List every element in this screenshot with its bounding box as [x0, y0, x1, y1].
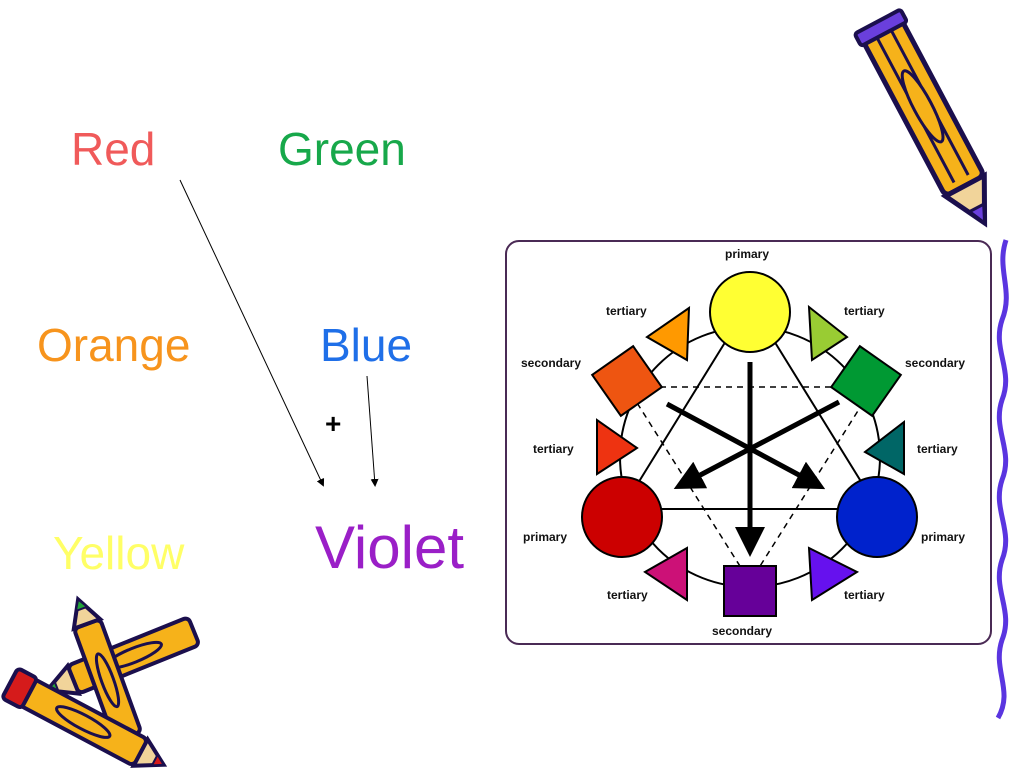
crossed-pencils-icon — [1, 595, 200, 768]
arrow-blue-to-violet — [366, 375, 379, 487]
arrow-green-to-red — [673, 399, 841, 489]
word-blue: Blue — [320, 319, 413, 371]
swatch-blue-violet — [807, 546, 860, 602]
label-tertiary-bottom-right: tertiary — [844, 588, 885, 602]
scribble-line — [995, 239, 1009, 720]
plus-sign: + — [325, 408, 342, 439]
swatch-yellow-orange — [645, 306, 691, 362]
swatch-yellow — [709, 271, 791, 353]
label-tertiary-mid-right: tertiary — [917, 442, 958, 456]
arrow-orange-to-blue — [665, 401, 826, 490]
label-primary-top: primary — [725, 247, 770, 261]
label-tertiary-mid-left: tertiary — [533, 442, 574, 456]
label-secondary-left: secondary — [521, 356, 582, 370]
swatch-orange — [590, 344, 664, 418]
word-green: Green — [278, 123, 406, 175]
word-orange: Orange — [37, 319, 191, 371]
label-tertiary-bottom-left: tertiary — [607, 588, 648, 602]
swatch-blue-green — [863, 419, 905, 476]
swatch-blue — [836, 476, 918, 558]
pencil-icon — [853, 8, 988, 228]
word-violet: Violet — [315, 514, 465, 581]
label-tertiary-top-right: tertiary — [844, 304, 885, 318]
label-primary-left: primary — [523, 530, 568, 544]
swatch-yellow-green — [807, 304, 849, 362]
arrow-red-to-violet — [179, 179, 325, 487]
label-secondary-right: secondary — [905, 356, 966, 370]
label-primary-right: primary — [921, 530, 966, 544]
word-red: Red — [71, 123, 156, 175]
label-tertiary-top-left: tertiary — [606, 304, 647, 318]
swatch-green — [829, 344, 903, 418]
word-yellow: Yellow — [53, 527, 185, 579]
swatch-red-violet — [643, 546, 688, 602]
color-wheel — [581, 271, 918, 617]
swatch-violet — [723, 565, 777, 617]
swatch-red-orange — [596, 418, 639, 476]
color-wheel-panel: primary tertiary tertiary secondary seco… — [505, 240, 992, 645]
swatch-red — [581, 476, 663, 558]
label-secondary-bottom: secondary — [712, 624, 773, 638]
